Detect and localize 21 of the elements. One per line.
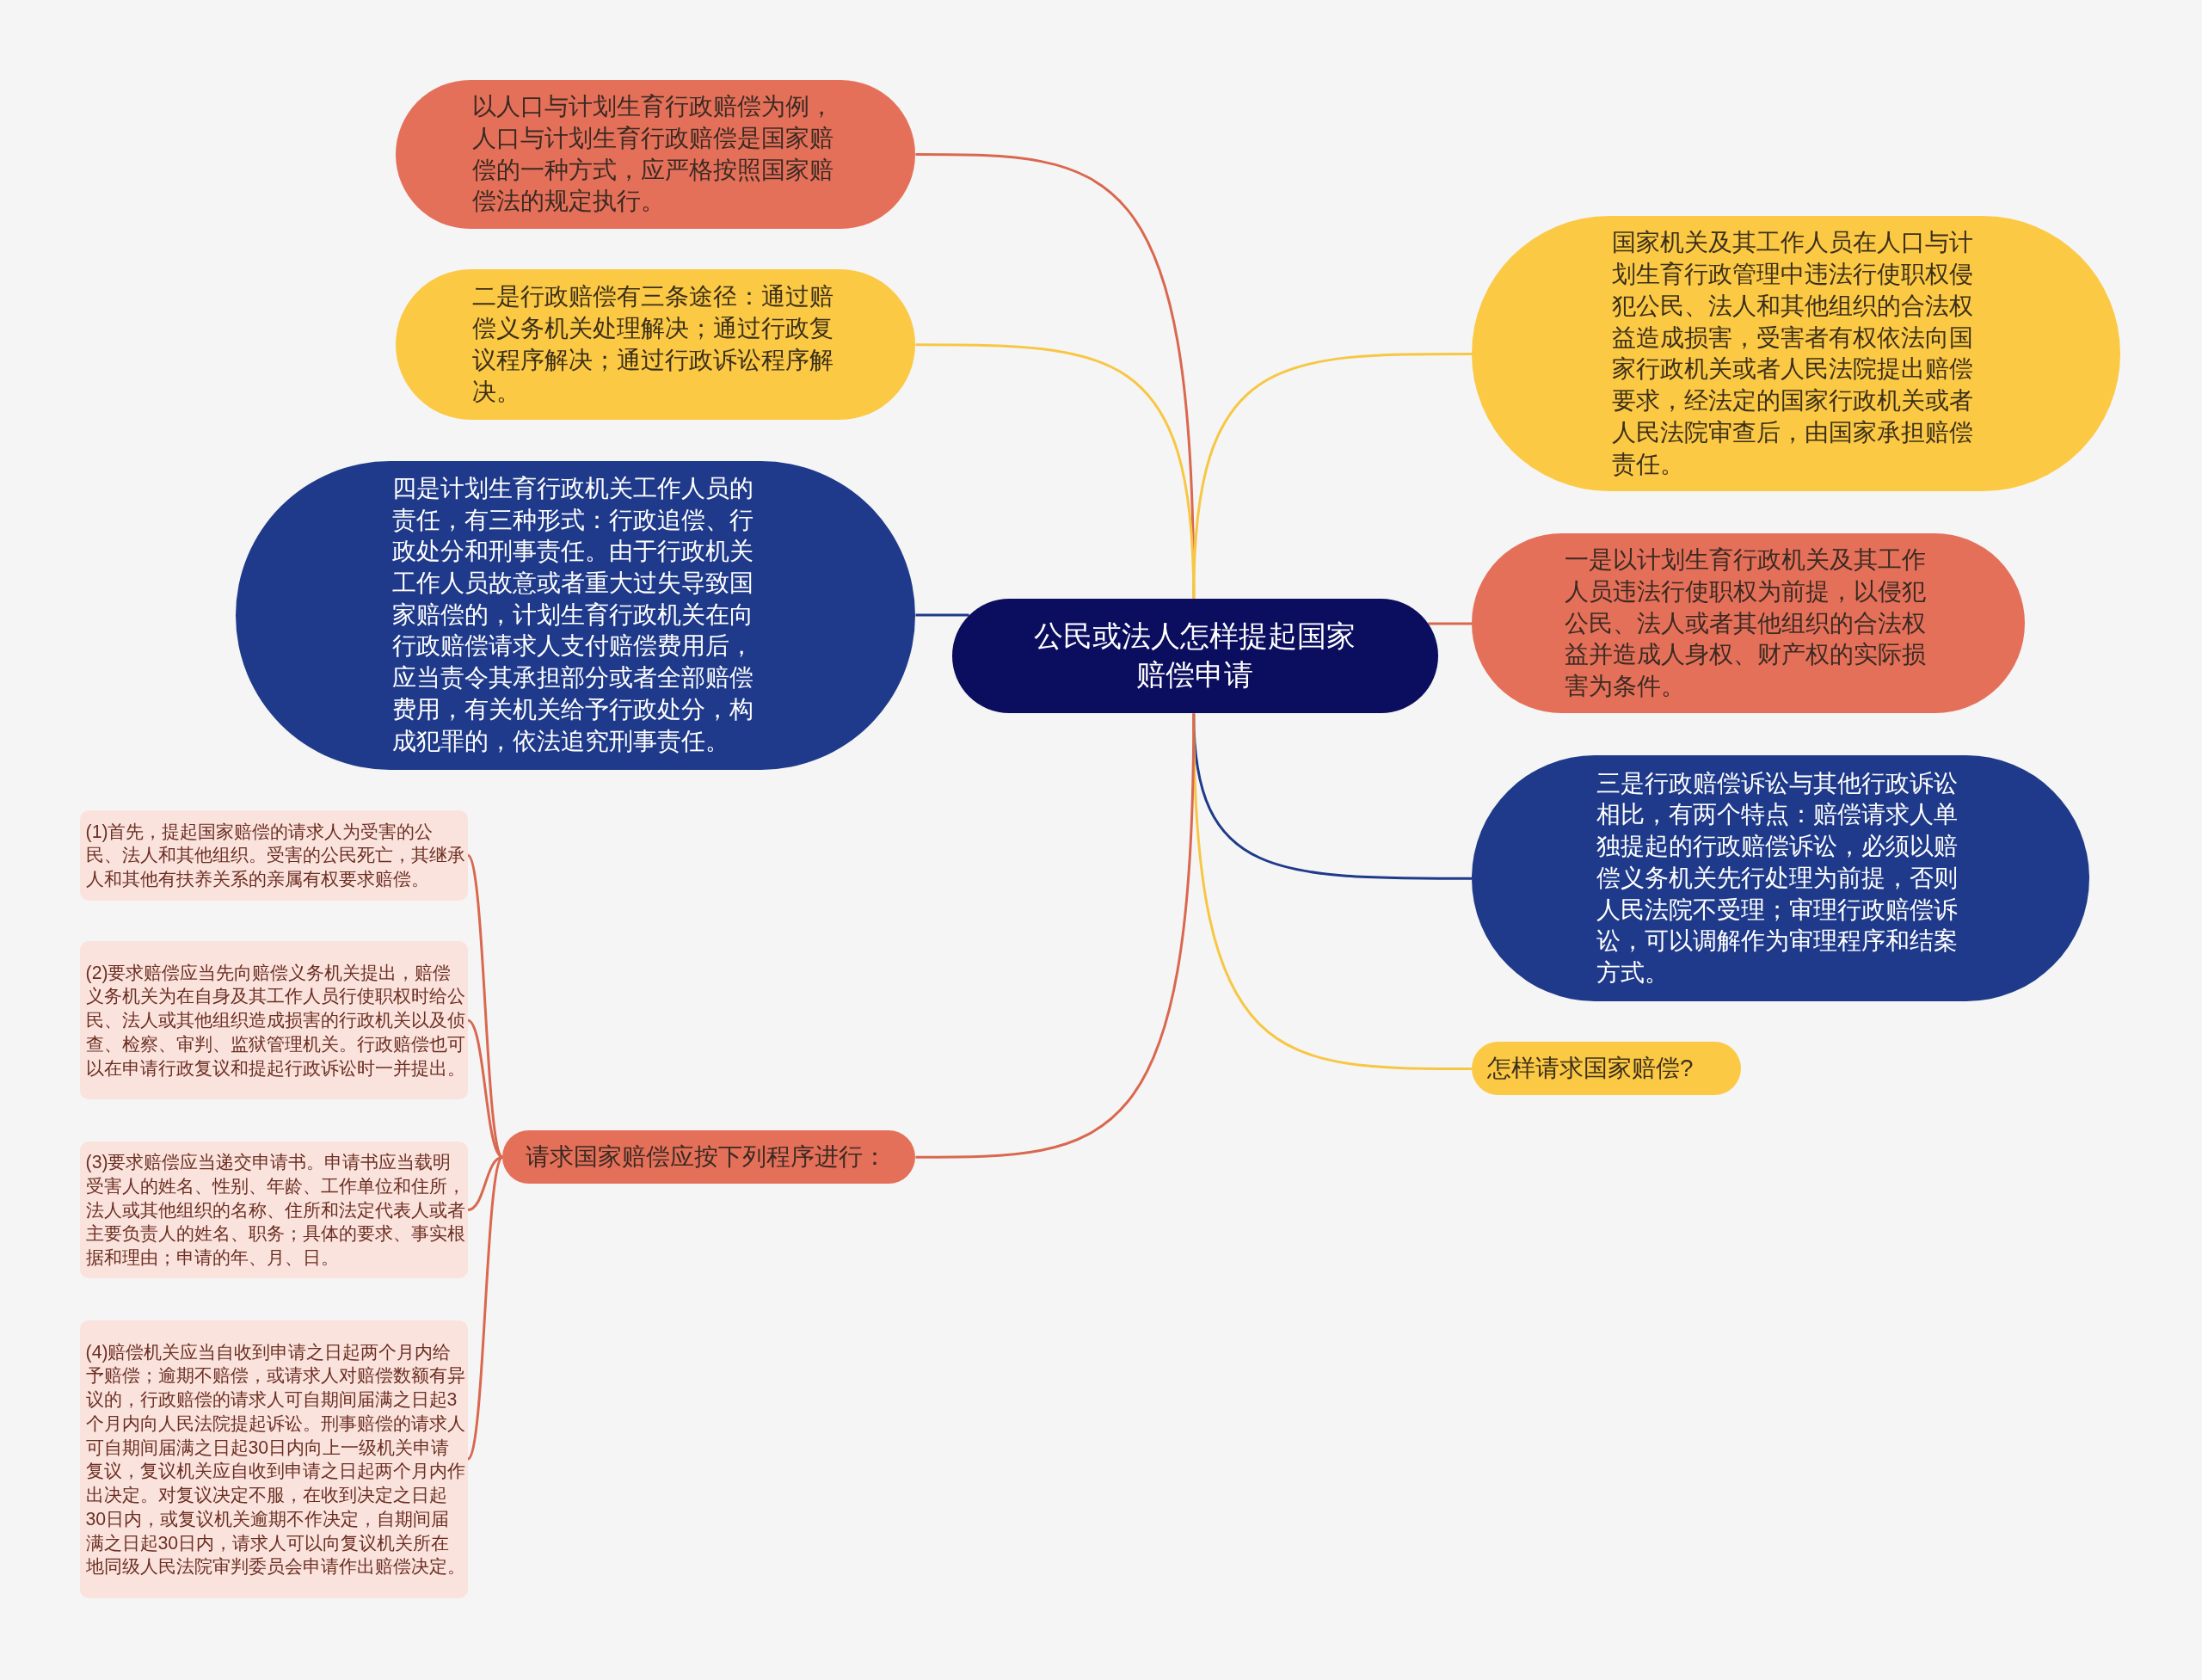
connector-line — [466, 1018, 504, 1159]
topic-bubble: 请求国家赔偿应按下列程序进行： — [502, 1130, 916, 1185]
topic-bubble: 一是以计划生育行政机关及其工作人员违法行使职权为前提，以侵犯公民、法人或者其他组织的合法权益并造成人身权、财产权的实际损害为条件。 — [1472, 533, 2026, 714]
connector-line — [1192, 352, 1473, 599]
note-card: (2)要求赔偿应当先向赔偿义务机关提出，赔偿义务机关为在自身及其工作人员行使职权时给公民、法人或其他组织造成损害的行政机关以及侦查、检察、审判、监狱管理机关。行政赔偿也可以在申请行政复议和提起行政诉讼时一并提出。 — [80, 940, 468, 1100]
note-card: (1)首先，提起国家赔偿的请求人为受害的公民、法人和其他组织。受害的公民死亡，其继承人和其他有扶养关系的亲属有权要求赔偿。 — [80, 810, 468, 901]
connector-line — [466, 1156, 504, 1461]
note-card: (3)要求赔偿应当递交申请书。申请书应当载明受害人的姓名、性别、年龄、工作单位和住所，法人或其他组织的名称、住所和法定代表人或者主要负责人的姓名、职务；具体的要求、事实根据和理由；申请的年、月、日。 — [80, 1142, 468, 1278]
connector-line — [915, 713, 1196, 1159]
connector-line — [467, 1155, 503, 1211]
topic-bubble: 怎样请求国家赔偿? — [1472, 1042, 1742, 1096]
central-topic-bubble: 公民或法人怎样提起国家赔偿申请 — [951, 598, 1438, 714]
topic-bubble: 四是计划生育行政机关工作人员的责任，有三种形式：行政追偿、行政处分和刑事责任。由于行政机关工作人员故意或者重大过失导致国家赔偿的，计划生育行政机关在向行政赔偿请求人支付赔偿费用后，应当责令其承担部分或者全部赔偿费用，有关机关给予行政处分，构成犯罪的，依法追究刑事责任。 — [236, 460, 916, 770]
note-card: (4)赔偿机关应当自收到申请之日起两个月内给予赔偿；逾期不赔偿，或请求人对赔偿数额有异议的，行政赔偿的请求人可自期间届满之日起3个月内向人民法院提起诉讼。刑事赔偿的请求人可自期间届满之日起30日内向上一级机关申请复议，复议机关应自收到申请之日起两个月内作出决定。对复议决定不服，在收到决定之日起30日内，或复议机关逾期不作决定，自期间届满之日起30日内，请求人可以向复议机关所在地同级人民法院审判委员会申请作出赔偿决定。 — [80, 1320, 468, 1598]
topic-bubble: 三是行政赔偿诉讼与其他行政诉讼相比，有两个特点：赔偿请求人单独提起的行政赔偿诉讼，必须以赔偿义务机关先行处理为前提，否则人民法院不受理；审理行政赔偿诉讼，可以调解作为审理程序和结案方式。 — [1472, 755, 2090, 1002]
connector-line — [915, 613, 969, 617]
topic-bubble: 以人口与计划生育行政赔偿为例，人口与计划生育行政赔偿是国家赔偿的一种方式，应严格按照国家赔偿法的规定执行。 — [396, 80, 916, 230]
connector-line — [1428, 622, 1472, 625]
topic-bubble: 二是行政赔偿有三条途径：通过赔偿义务机关处理解决；通过行政复议程序解决；通过行政诉讼程序解决。 — [396, 269, 916, 421]
topic-bubble: 国家机关及其工作人员在人口与计划生育行政管理中违法行使职权侵犯公民、法人和其他组织的合法权益造成损害，受害者有权依法向国家行政机关或者人民法院提出赔偿要求，经法定的国家行政机关或者人民法院审查后，由国家承担赔偿责任。 — [1472, 216, 2121, 492]
connector-line — [466, 854, 504, 1159]
